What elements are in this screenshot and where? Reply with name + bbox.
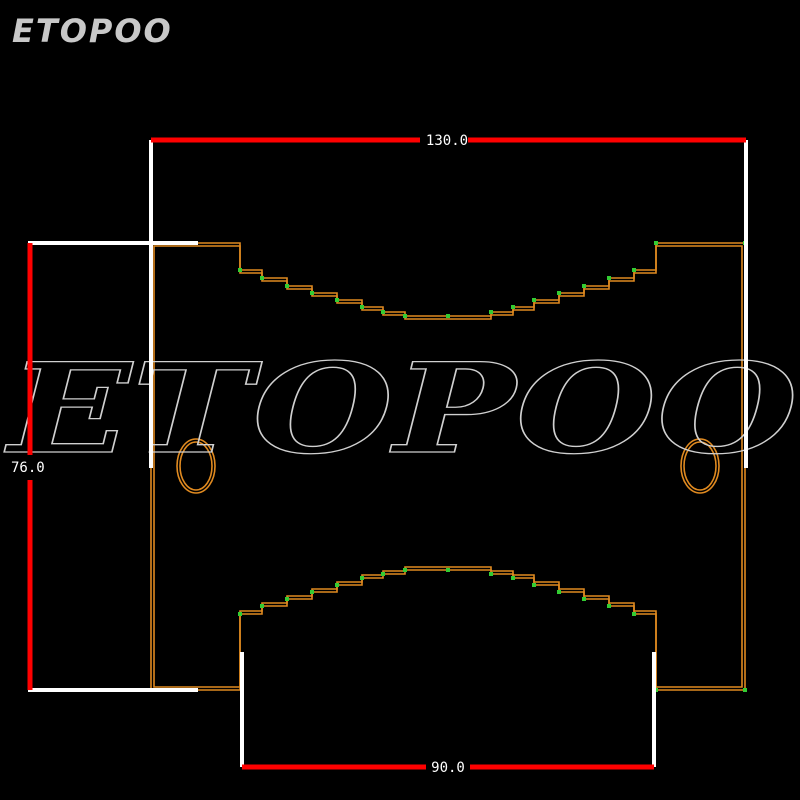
- outline-node: [557, 291, 561, 295]
- outline-node: [532, 298, 536, 302]
- outline-node: [632, 612, 636, 616]
- outline-node: [238, 612, 242, 616]
- outline-node: [511, 576, 515, 580]
- outline-node: [260, 276, 264, 280]
- dimension-lines: [27, 137, 746, 770]
- hole-left: [176, 438, 216, 494]
- outline-node: [582, 597, 586, 601]
- outline-node: [381, 572, 385, 576]
- outline-node: [285, 597, 289, 601]
- hole-right-inner: [683, 441, 717, 491]
- outline-node: [403, 568, 407, 572]
- brand-logo: ETOPOO: [12, 12, 173, 50]
- outline-node: [381, 310, 385, 314]
- outline-node: [446, 568, 450, 572]
- outline-node: [310, 590, 314, 594]
- outline-node: [310, 291, 314, 295]
- outline-node: [532, 583, 536, 587]
- outline-node: [557, 590, 561, 594]
- hole-right: [680, 438, 720, 494]
- dim-label-left: 76.0: [11, 460, 45, 476]
- mounting-holes: [176, 438, 720, 494]
- extension-lines: [28, 140, 748, 767]
- outline-node: [335, 583, 339, 587]
- outline-node: [607, 604, 611, 608]
- outline-node: [511, 305, 515, 309]
- outline-node: [260, 604, 264, 608]
- outline-node: [654, 241, 658, 245]
- outline-node: [632, 268, 636, 272]
- outline-node: [285, 284, 289, 288]
- outline-node: [360, 305, 364, 309]
- outline-node: [607, 276, 611, 280]
- outline-node: [360, 576, 364, 580]
- watermark: ETOPOO: [4, 337, 798, 482]
- dim-label-top: 130.0: [426, 133, 468, 149]
- outline-node: [238, 268, 242, 272]
- outline-node: [743, 688, 747, 692]
- outline-node: [335, 298, 339, 302]
- dim-label-bottom: 90.0: [431, 760, 465, 776]
- hole-left-inner: [179, 441, 213, 491]
- outline-nodes: [149, 241, 747, 692]
- outline-node: [582, 284, 586, 288]
- outline-node: [403, 314, 407, 318]
- outline-node: [446, 314, 450, 318]
- outline-node: [489, 572, 493, 576]
- outline-node: [489, 310, 493, 314]
